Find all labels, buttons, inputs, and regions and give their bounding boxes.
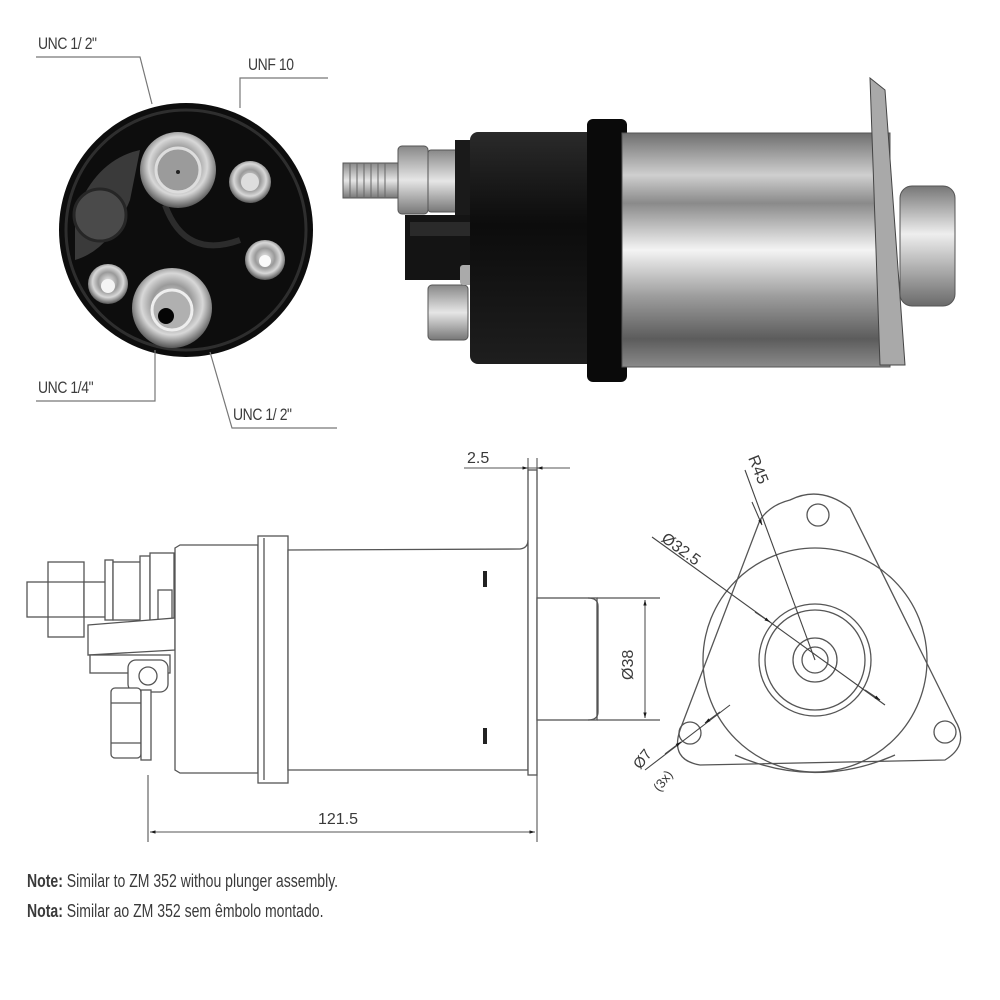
photo-solenoid-side-view [342,76,956,382]
photo-terminal-end-view [59,103,313,357]
note-portuguese-text: Similar ao ZM 352 sem êmbolo montado. [62,901,324,921]
note-english: Note: Similar to ZM 352 withou plunger a… [27,871,338,892]
drawing-side-view [26,469,660,784]
leader-lines [36,56,337,429]
slot-marks [483,571,487,744]
note-english-text: Similar to ZM 352 withou plunger assembl… [62,871,339,891]
note-portuguese-prefix: Nota: [27,901,63,921]
thread-label-top-left: UNC 1/ 2" [38,34,97,53]
thread-label-top-right: UNF 10 [248,55,294,74]
drawing-front-view [676,493,962,774]
dimension-lines-side [147,458,647,842]
note-portuguese: Nota: Similar ao ZM 352 sem êmbolo monta… [27,901,324,922]
thread-label-bottom-left: UNC 1/4" [38,378,94,397]
dimension-plunger-diameter: Ø38 [620,649,637,680]
dimension-lines-front [644,469,886,771]
dimension-flange-thickness: 2.5 [467,450,490,467]
note-english-prefix: Note: [27,871,63,891]
thread-label-bottom-right: UNC 1/ 2" [233,405,292,424]
dimension-overall-length: 121.5 [318,811,359,828]
